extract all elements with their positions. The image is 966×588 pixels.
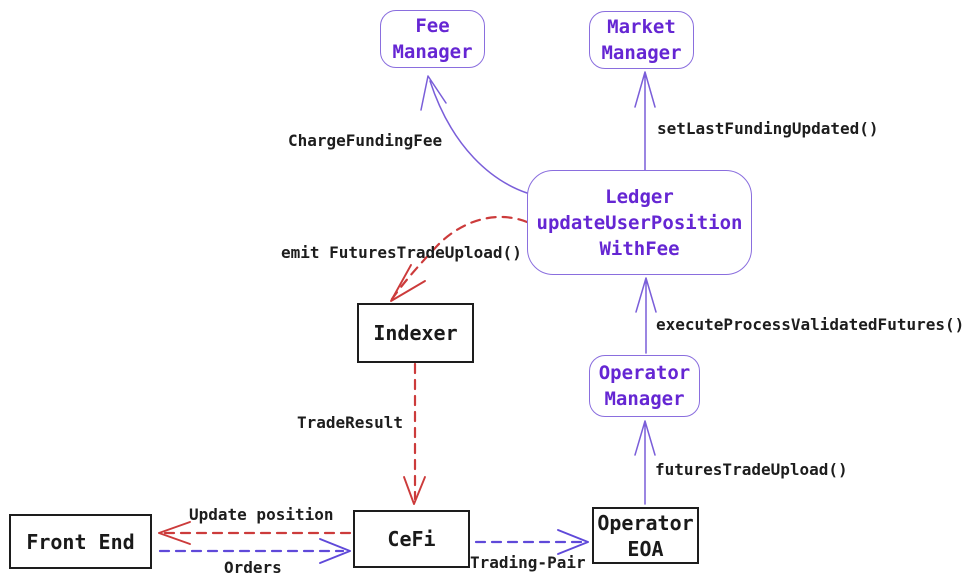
node-fee-manager-label: Fee Manager <box>392 15 473 63</box>
arrow-operator-eoa-to-operator-manager <box>634 420 656 505</box>
node-ledger-label: Ledger updateUserPosition WithFee <box>536 185 743 260</box>
edge-label-trade-result: TradeResult <box>297 413 403 432</box>
edge-label-update-position: Update position <box>189 505 334 524</box>
arrowhead-ledger-to-indexer <box>390 264 426 302</box>
arrow-operator-manager-to-ledger <box>635 277 657 354</box>
edge-label-execute-process-validated-futures: executeProcessValidatedFutures() <box>656 315 965 334</box>
arrowhead-indexer-to-cefi <box>403 476 426 505</box>
edge-label-emit-futures-trade-upload: emit FuturesTradeUpload() <box>281 243 522 262</box>
node-operator-manager: Operator Manager <box>589 355 700 417</box>
node-fee-manager: Fee Manager <box>380 10 485 68</box>
node-operator-eoa: Operator EOA <box>592 507 699 564</box>
edge-label-charge-funding-fee: ChargeFundingFee <box>288 131 443 150</box>
arrow-ledger-to-indexer <box>390 215 529 301</box>
node-indexer: Indexer <box>357 303 474 363</box>
edge-label-set-last-funding-updated: setLastFundingUpdated() <box>657 119 879 138</box>
arrow-ledger-to-market-manager <box>634 71 656 171</box>
node-market-manager: Market Manager <box>589 11 694 69</box>
node-cefi: CeFi <box>353 510 470 568</box>
node-front-end: Front End <box>9 514 152 569</box>
arrowhead-cefi-to-operator-eoa <box>557 529 589 555</box>
node-operator-manager-label: Operator Manager <box>598 362 691 410</box>
node-operator-eoa-label: Operator EOA <box>597 510 694 561</box>
edge-label-trading-pair: Trading-Pair <box>470 553 586 572</box>
arrowhead-cefi-to-front-end <box>158 521 191 545</box>
arrowhead-front-end-to-cefi <box>319 538 351 564</box>
node-ledger: Ledger updateUserPosition WithFee <box>527 170 752 275</box>
node-cefi-label: CeFi <box>387 527 436 551</box>
arrow-ledger-to-fee-manager <box>420 75 528 194</box>
node-market-manager-label: Market Manager <box>601 16 682 64</box>
node-indexer-label: Indexer <box>373 321 458 345</box>
node-front-end-label: Front End <box>26 529 135 554</box>
edge-label-futures-trade-upload: futuresTradeUpload() <box>655 460 848 479</box>
edge-label-orders: Orders <box>224 558 282 577</box>
